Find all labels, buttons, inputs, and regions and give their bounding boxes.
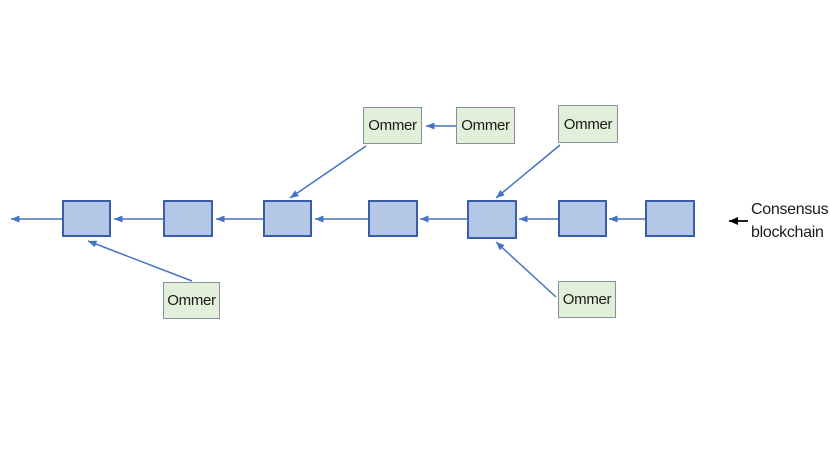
ommer-label: Ommer — [461, 117, 510, 134]
consensus-blockchain-label: Consensus blockchain — [751, 201, 829, 241]
ommer-label: Ommer — [562, 291, 612, 308]
ommer-arrow-bottom-right-to-block5 — [495, 241, 557, 298]
chain-block-1 — [62, 200, 111, 237]
ommer-arrow-top-right-to-block5 — [495, 144, 561, 199]
ommer-box-bottom-right: Ommer — [558, 281, 616, 318]
ommer-box-bottom-left: Ommer — [163, 282, 220, 319]
ommer-box-top-mid: Ommer — [456, 107, 515, 144]
ommer-box-top-right: Ommer — [558, 105, 618, 143]
ommer-arrow-top-left-to-block3 — [289, 145, 367, 199]
ommer-label: Ommer — [563, 115, 613, 133]
chain-block-7 — [645, 200, 695, 237]
ommer-arrow-bottom-left-to-block1 — [87, 240, 193, 282]
chain-block-3 — [263, 200, 312, 237]
chain-block-6 — [558, 200, 607, 237]
chain-block-2 — [163, 200, 213, 237]
ommer-label: Ommer — [368, 117, 417, 134]
ommer-box-top-left: Ommer — [363, 107, 422, 144]
chain-block-5 — [467, 200, 517, 239]
ommer-label: Ommer — [167, 292, 216, 309]
chain-block-4 — [368, 200, 418, 237]
